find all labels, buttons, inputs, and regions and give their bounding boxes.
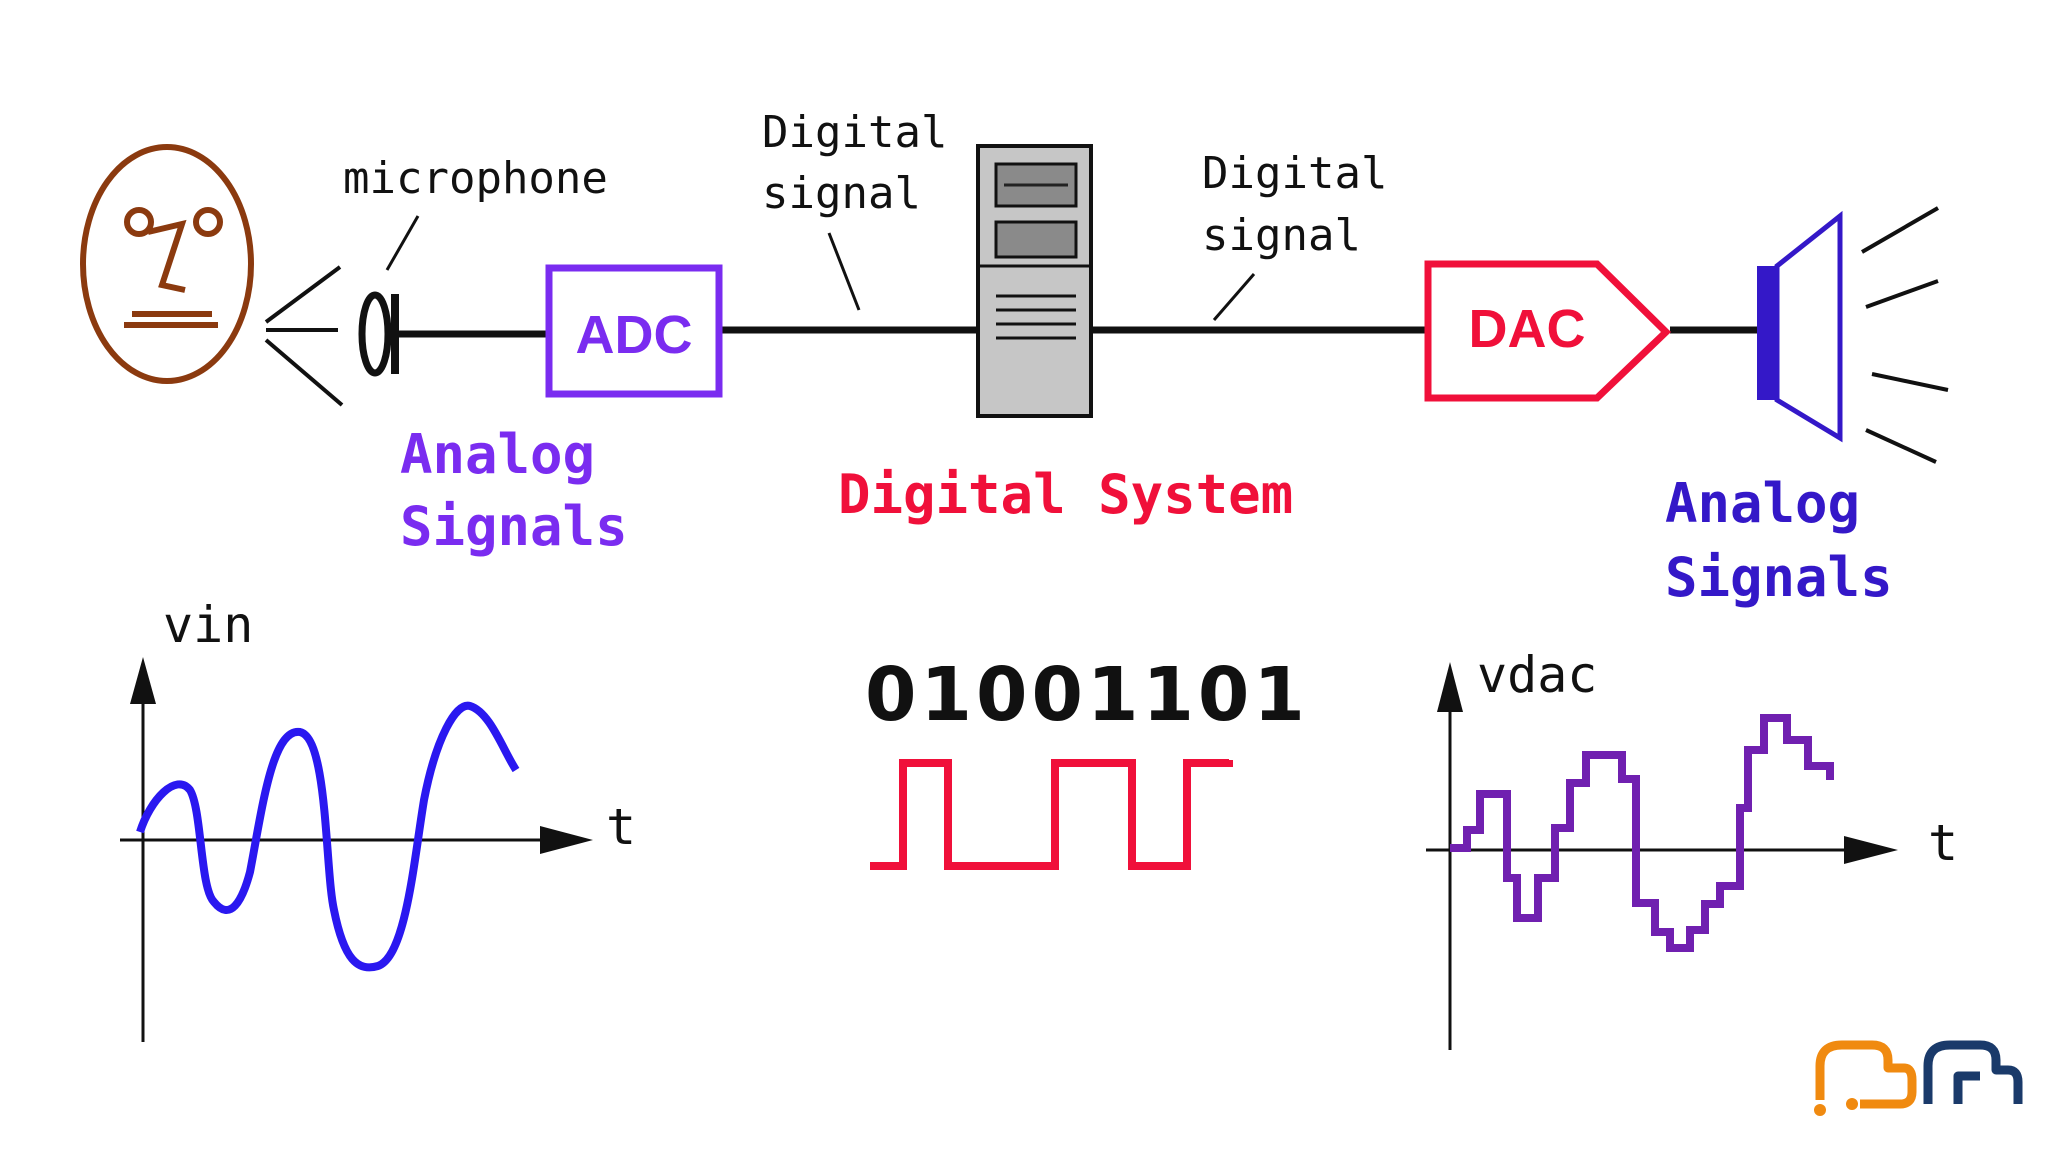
vin-t-label: t [606,798,636,856]
microphone-pointer [385,215,420,271]
analog-signals-right-line-1: Analog [1665,472,1860,535]
adc-block: ADC [545,264,723,398]
digital-square-wave [870,759,1233,870]
vin-axis-label: vin [163,596,253,654]
digital-signal-right-label-2: signal [1202,210,1361,261]
brand-logo [1814,1040,2023,1116]
binary-code: 01001101 [865,652,1309,738]
vdac-x-arrow [1844,836,1898,864]
vdac-staircase-wave [1450,714,1834,952]
digital-signal-left-label-2: signal [762,168,921,219]
microphone-label: microphone [343,153,608,204]
dac-label: DAC [1469,299,1586,359]
analog-signals-right-line-2: Signals [1665,546,1893,609]
adc-label: ADC [576,305,693,365]
vin-graph: vin t [120,596,636,1042]
dac-block: DAC [1424,260,1672,402]
analog-signals-left-line-1: Analog [400,423,595,486]
vin-y-arrow [130,657,156,704]
signal-wire [398,326,1760,338]
digital-signal-right-label-1: Digital [1202,148,1387,199]
vdac-axis-label: vdac [1477,646,1597,704]
vin-x-arrow [540,826,593,854]
face-icon [80,144,254,384]
vdac-t-label: t [1928,814,1958,872]
vin-wave [136,701,520,972]
digital-signal-left-pointer [827,232,861,311]
vdac-y-arrow [1437,662,1463,712]
vdac-graph: vdac t [1426,646,1958,1050]
digital-system-title: Digital System [838,463,1293,526]
digital-signal-right-pointer [1212,273,1256,321]
microphone-icon [358,291,399,377]
voice-lines [264,265,344,407]
speaker-icon [1757,210,1843,443]
computer-tower-icon [976,144,1093,418]
digital-signal-left-label-1: Digital [762,107,947,158]
analog-signals-left-line-2: Signals [400,495,628,558]
sound-lines [1860,206,1949,464]
